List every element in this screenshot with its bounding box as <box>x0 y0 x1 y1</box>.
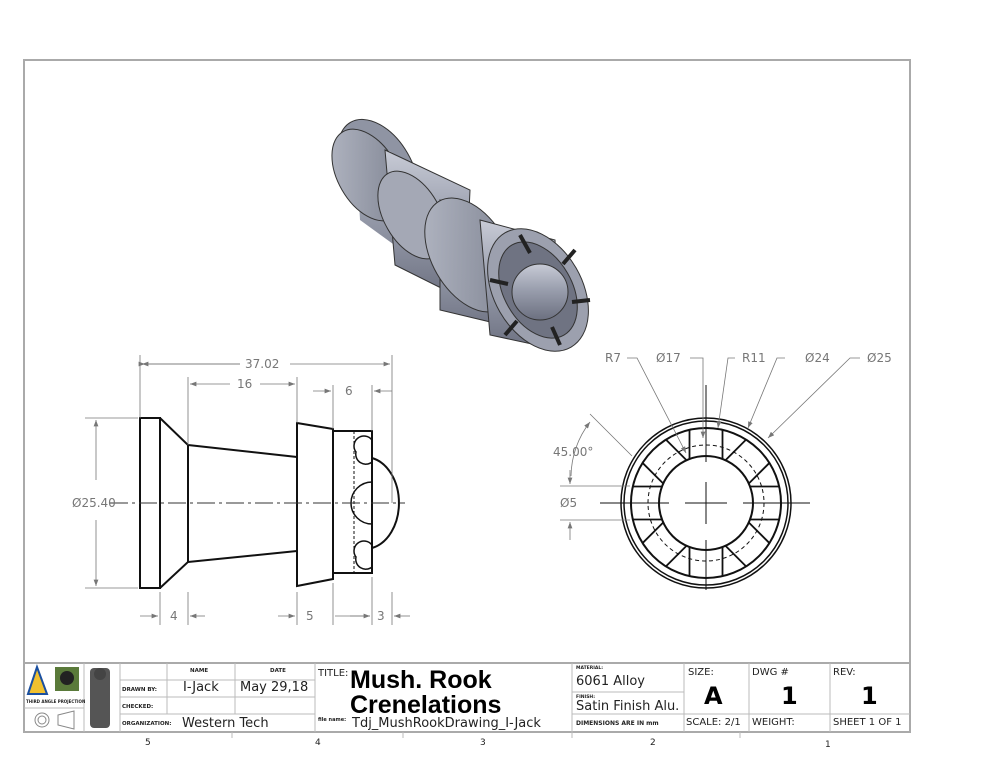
callout-r7: R7 <box>605 351 621 365</box>
robot-logo <box>90 668 110 728</box>
title-block: THIRD ANGLE PROJECTION NAME DATE DRAWN B… <box>23 662 911 733</box>
title-label: TITLE: <box>317 668 348 679</box>
zone-5: 5 <box>145 738 151 748</box>
size-value: A <box>704 682 723 710</box>
slot-edge <box>748 462 771 485</box>
rev-value: 1 <box>861 682 878 710</box>
dim-collar-width: 5 <box>306 609 314 623</box>
slot-edge <box>665 438 688 461</box>
body-outline <box>187 444 298 563</box>
dim-overall-length: 37.02 <box>245 357 279 371</box>
dwg-value: 1 <box>781 682 798 710</box>
dwg-label: DWG # <box>752 667 789 678</box>
slot-edge <box>724 545 747 568</box>
sheet-border <box>23 59 911 733</box>
side-view: 37.02 16 6 Ø25.40 4 5 3 <box>72 355 410 625</box>
slot-edge <box>748 521 771 544</box>
dim-tip-width: 3 <box>377 609 385 623</box>
weight-label: WEIGHT: <box>752 717 795 728</box>
slot-edge <box>724 438 747 461</box>
drawn-by-value: I-Jack <box>183 680 219 695</box>
material-value: 6061 Alloy <box>576 674 645 689</box>
cone-outline <box>159 417 189 589</box>
logo-caption: THIRD ANGLE PROJECTION <box>26 699 85 704</box>
callout-r11: R11 <box>742 351 766 365</box>
organization-value: Western Tech <box>182 716 269 731</box>
title-line-2: Crenelations <box>350 691 501 719</box>
zone-labels <box>231 732 741 738</box>
slot-edge <box>641 521 664 544</box>
file-name-label: file name: <box>318 717 346 723</box>
slot-edge <box>641 462 664 485</box>
name-header: NAME <box>190 668 208 674</box>
logo-area: THIRD ANGLE PROJECTION <box>26 663 110 730</box>
dim-crenel-length: 6 <box>345 384 353 398</box>
slot-edge <box>665 545 688 568</box>
callout-dia17: Ø17 <box>656 351 681 365</box>
triangle-logo <box>26 663 49 695</box>
organization-label: ORGANIZATION: <box>122 721 171 727</box>
dim-diameter: Ø25.40 <box>72 496 116 510</box>
checked-label: CHECKED: <box>122 704 153 710</box>
rev-label: REV: <box>833 667 856 678</box>
file-name-value: Tdj_MushRookDrawing_I-Jack <box>351 716 541 731</box>
finish-label: FINISH: <box>576 694 595 700</box>
zone-3: 3 <box>480 738 486 748</box>
isometric-view <box>331 118 591 352</box>
zone-2: 2 <box>650 738 656 748</box>
dim-flange-width: 4 <box>170 609 178 623</box>
front-view: R7 Ø17 R11 Ø24 Ø25 45.00° Ø5 <box>553 351 892 590</box>
third-angle-projection-icon <box>57 710 75 730</box>
dimensions-note: DIMENSIONS ARE IN mm <box>576 720 659 727</box>
sheet-number: SHEET 1 OF 1 <box>833 717 902 728</box>
callout-slot-width: Ø5 <box>560 496 577 510</box>
scale: SCALE: 2/1 <box>686 717 741 728</box>
finish-value: Satin Finish Alu. <box>576 699 679 714</box>
crenel-outline <box>333 430 373 574</box>
zone-4: 4 <box>315 738 321 748</box>
zone-1: 1 <box>825 740 831 750</box>
date-header: DATE <box>270 668 286 674</box>
material-label: MATERIAL: <box>576 665 603 671</box>
callout-dia24: Ø24 <box>805 351 830 365</box>
drawn-by-label: DRAWN BY: <box>122 687 157 693</box>
dim-body-length: 16 <box>237 377 252 391</box>
date-value: May 29,18 <box>240 680 308 695</box>
callout-angle: 45.00° <box>553 445 593 459</box>
size-label: SIZE: <box>688 667 714 678</box>
dome-outline <box>371 457 400 549</box>
title-line-1: Mush. Rook <box>350 666 492 694</box>
callout-dia25: Ø25 <box>867 351 892 365</box>
collar-outline <box>296 421 334 588</box>
